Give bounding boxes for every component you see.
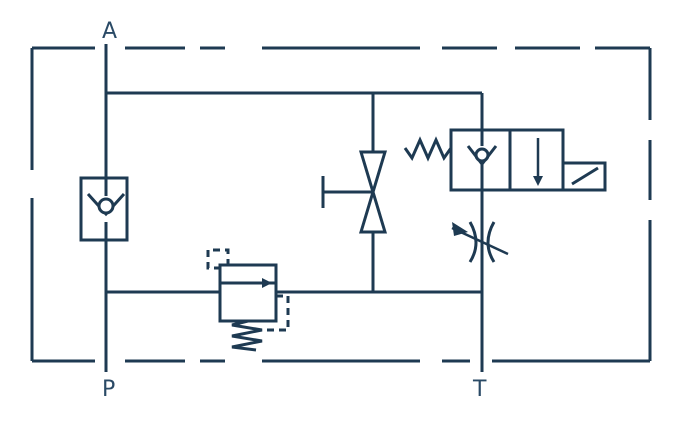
manifold-boundary xyxy=(30,46,652,363)
port-label-a: A xyxy=(102,19,117,44)
throttle-valve-icon xyxy=(451,221,509,263)
pressure-reducing-valve-icon xyxy=(206,248,290,352)
solenoid-directional-valve-icon xyxy=(403,128,607,192)
port-label-t: T xyxy=(472,377,487,402)
port-label-p: P xyxy=(102,377,115,402)
check-valve-icon xyxy=(79,176,129,242)
manual-shutoff-valve-icon xyxy=(321,150,388,234)
top-branch-line xyxy=(106,91,484,130)
